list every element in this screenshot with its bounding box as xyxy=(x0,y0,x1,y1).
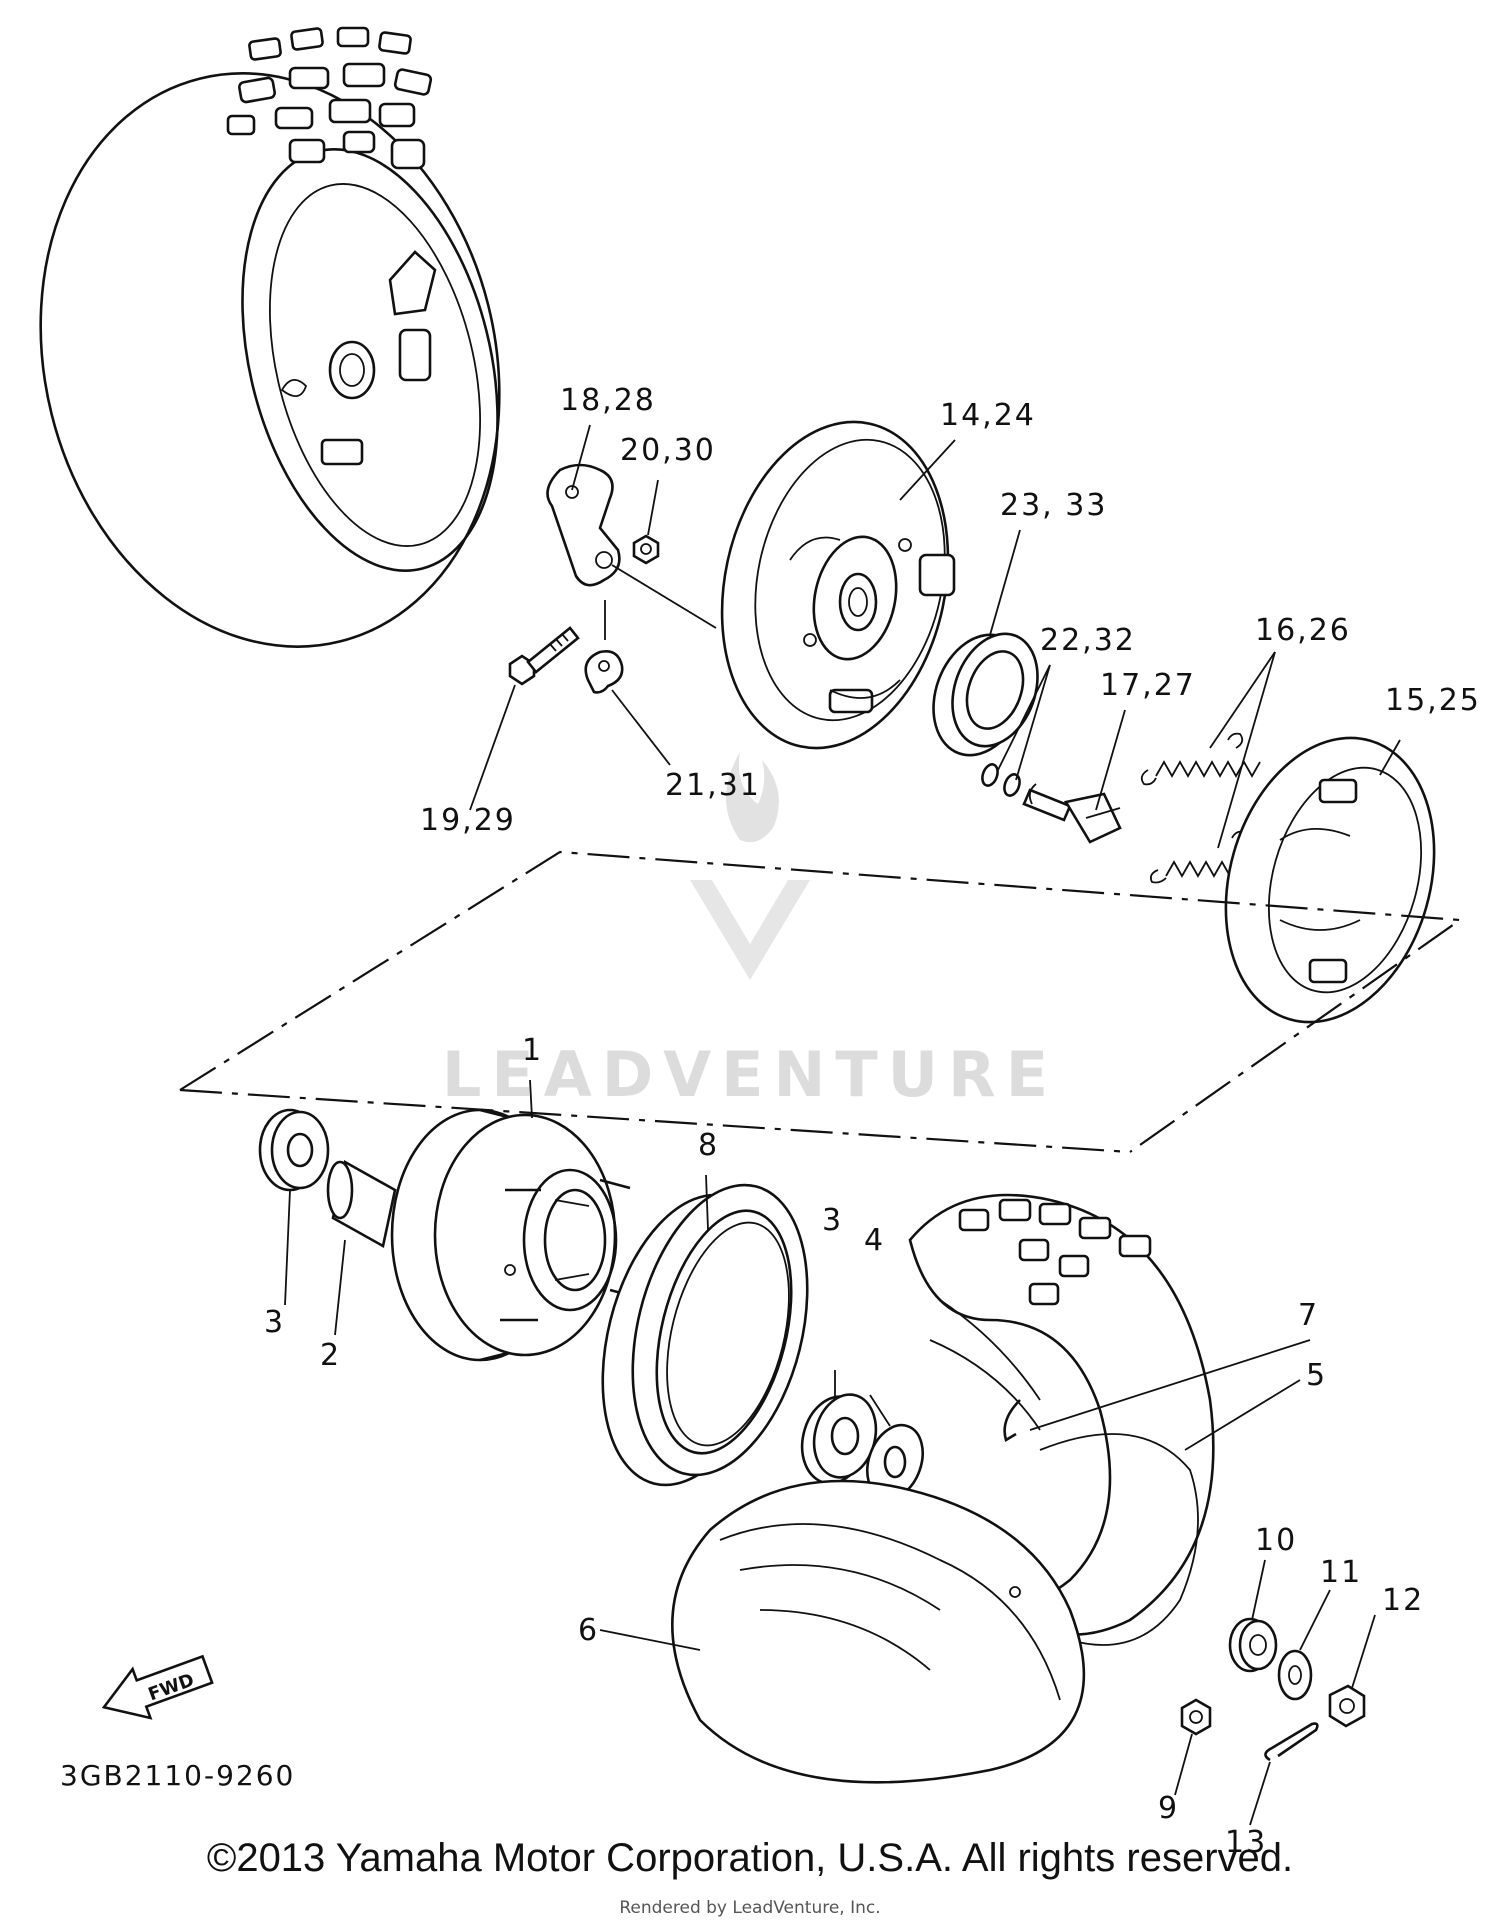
inner-tube-valve xyxy=(1003,1399,1021,1442)
callout-4: 4 xyxy=(864,1223,885,1258)
callout-1: 1 xyxy=(522,1033,543,1068)
o-ring xyxy=(981,763,999,787)
front-wheel-assembled xyxy=(39,26,501,648)
callout-2: 2 xyxy=(320,1338,341,1373)
axle-nut xyxy=(1180,1698,1212,1736)
tire-and-rim xyxy=(671,1193,1215,1784)
callout-21-31: 21,31 xyxy=(665,768,761,803)
drawing-code: 3GB2110-9260 xyxy=(60,1759,295,1792)
callout-20-30: 20,30 xyxy=(620,433,716,468)
watermark-brand: LEADVENTURE xyxy=(442,1038,1058,1111)
brake-camshaft xyxy=(1022,783,1122,844)
callout-17-27: 17,27 xyxy=(1100,668,1196,703)
callout-18-28: 18,28 xyxy=(560,383,656,418)
callout-labels: 18,28 20,30 14,24 23, 33 22,32 16,26 17,… xyxy=(264,383,1481,1860)
callout-7: 7 xyxy=(1298,1298,1319,1333)
brake-shoes xyxy=(1224,736,1436,1024)
wheel-hub xyxy=(390,1108,641,1362)
callout-9: 9 xyxy=(1158,1791,1179,1826)
fwd-arrow-icon: FWD xyxy=(101,1654,214,1720)
bolt xyxy=(508,626,580,686)
callout-10: 10 xyxy=(1255,1523,1297,1558)
plain-washer xyxy=(1277,1649,1313,1701)
spacer xyxy=(326,1160,397,1248)
callout-13: 13 xyxy=(1225,1825,1267,1860)
nut xyxy=(632,534,660,565)
bearing-right xyxy=(800,1393,878,1485)
callout-6: 6 xyxy=(578,1613,599,1648)
exploded-view-guide xyxy=(179,850,1464,1154)
leadventure-watermark: LEADVENTURE xyxy=(442,752,1058,1111)
callout-3-right: 3 xyxy=(822,1203,843,1238)
callout-12: 12 xyxy=(1382,1583,1424,1618)
cotter-pin xyxy=(1264,1722,1319,1762)
callout-15-25: 15,25 xyxy=(1385,683,1481,718)
leader-lines xyxy=(284,424,1401,1826)
callout-8: 8 xyxy=(698,1128,719,1163)
collar xyxy=(1228,1617,1278,1673)
callout-14-24: 14,24 xyxy=(940,398,1036,433)
callout-11: 11 xyxy=(1320,1555,1362,1590)
lock-washer xyxy=(584,650,624,694)
brake-cam-lever xyxy=(546,463,717,640)
callout-22-32: 22,32 xyxy=(1040,623,1136,658)
brake-drum xyxy=(601,1183,809,1487)
callout-16-26: 16,26 xyxy=(1255,613,1351,648)
bearing-left xyxy=(258,1108,330,1192)
rendered-by-text: Rendered by LeadVenture, Inc. xyxy=(619,1898,881,1918)
copyright-notice: ©2013 Yamaha Motor Corporation, U.S.A. A… xyxy=(206,1836,1294,1880)
callout-19-29: 19,29 xyxy=(420,803,516,838)
callout-5: 5 xyxy=(1306,1358,1327,1393)
castle-nut xyxy=(1328,1684,1366,1728)
oil-seal xyxy=(932,632,1039,757)
callout-3-left: 3 xyxy=(264,1305,285,1340)
brake-shoe-plate xyxy=(720,420,956,750)
o-ring xyxy=(1003,773,1021,797)
callout-23-33: 23, 33 xyxy=(1000,488,1107,523)
